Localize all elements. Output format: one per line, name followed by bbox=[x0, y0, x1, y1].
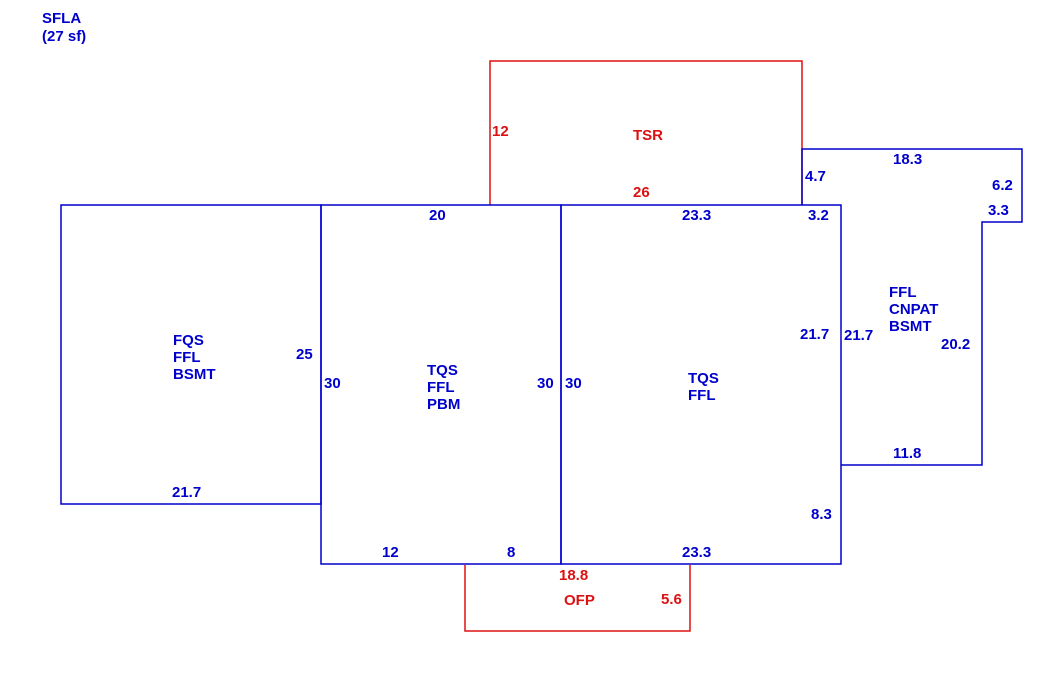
dim-wing-left: 21.7 bbox=[844, 327, 873, 344]
wing-area-label: FFL CNPAT BSMT bbox=[889, 284, 943, 335]
bottom-area-label: OFP bbox=[564, 592, 595, 609]
dim-center-right: 30 bbox=[537, 375, 554, 392]
summary-area: (27 sf) bbox=[42, 28, 86, 45]
dim-center-bottom-a: 12 bbox=[382, 544, 399, 561]
summary-label: SFLA bbox=[42, 10, 81, 27]
dim-wing-top-left: 4.7 bbox=[805, 168, 826, 185]
dim-right-top: 23.3 bbox=[682, 207, 711, 224]
right-area-label: TQS FFL bbox=[688, 370, 723, 404]
dim-wing-step-right: 6.2 bbox=[992, 177, 1013, 194]
top-area-label: TSR bbox=[633, 127, 663, 144]
left-area-label: FQS FFL BSMT bbox=[173, 332, 216, 383]
dim-center-top: 20 bbox=[429, 207, 446, 224]
dim-right-bottom: 23.3 bbox=[682, 544, 711, 561]
dim-top-bottom: 26 bbox=[633, 184, 650, 201]
dim-right-inner-b: 8.3 bbox=[811, 506, 832, 523]
top-area-outline bbox=[489, 60, 803, 205]
dim-top-left: 12 bbox=[492, 123, 509, 140]
dim-left-inner-height: 25 bbox=[296, 346, 313, 363]
dim-wing-inner-right: 20.2 bbox=[941, 336, 970, 353]
wing-area-outline bbox=[801, 148, 1023, 466]
dim-center-bottom-b: 8 bbox=[507, 544, 515, 561]
dim-center-left: 30 bbox=[324, 375, 341, 392]
dim-wing-step-top: 3.3 bbox=[988, 202, 1009, 219]
dim-right-left: 30 bbox=[565, 375, 582, 392]
dim-right-top-end: 3.2 bbox=[808, 207, 829, 224]
dim-wing-bottom: 11.8 bbox=[893, 445, 921, 462]
dim-left-bottom: 21.7 bbox=[172, 484, 201, 501]
dim-bottom-top: 18.8 bbox=[559, 567, 588, 584]
dim-right-inner-a: 21.7 bbox=[800, 326, 829, 343]
bottom-area-outline bbox=[464, 565, 691, 632]
dim-wing-top: 18.3 bbox=[893, 151, 922, 168]
right-area-outline bbox=[560, 204, 842, 565]
dim-bottom-right: 5.6 bbox=[661, 591, 682, 608]
center-area-label: TQS FFL PBM bbox=[427, 362, 462, 413]
